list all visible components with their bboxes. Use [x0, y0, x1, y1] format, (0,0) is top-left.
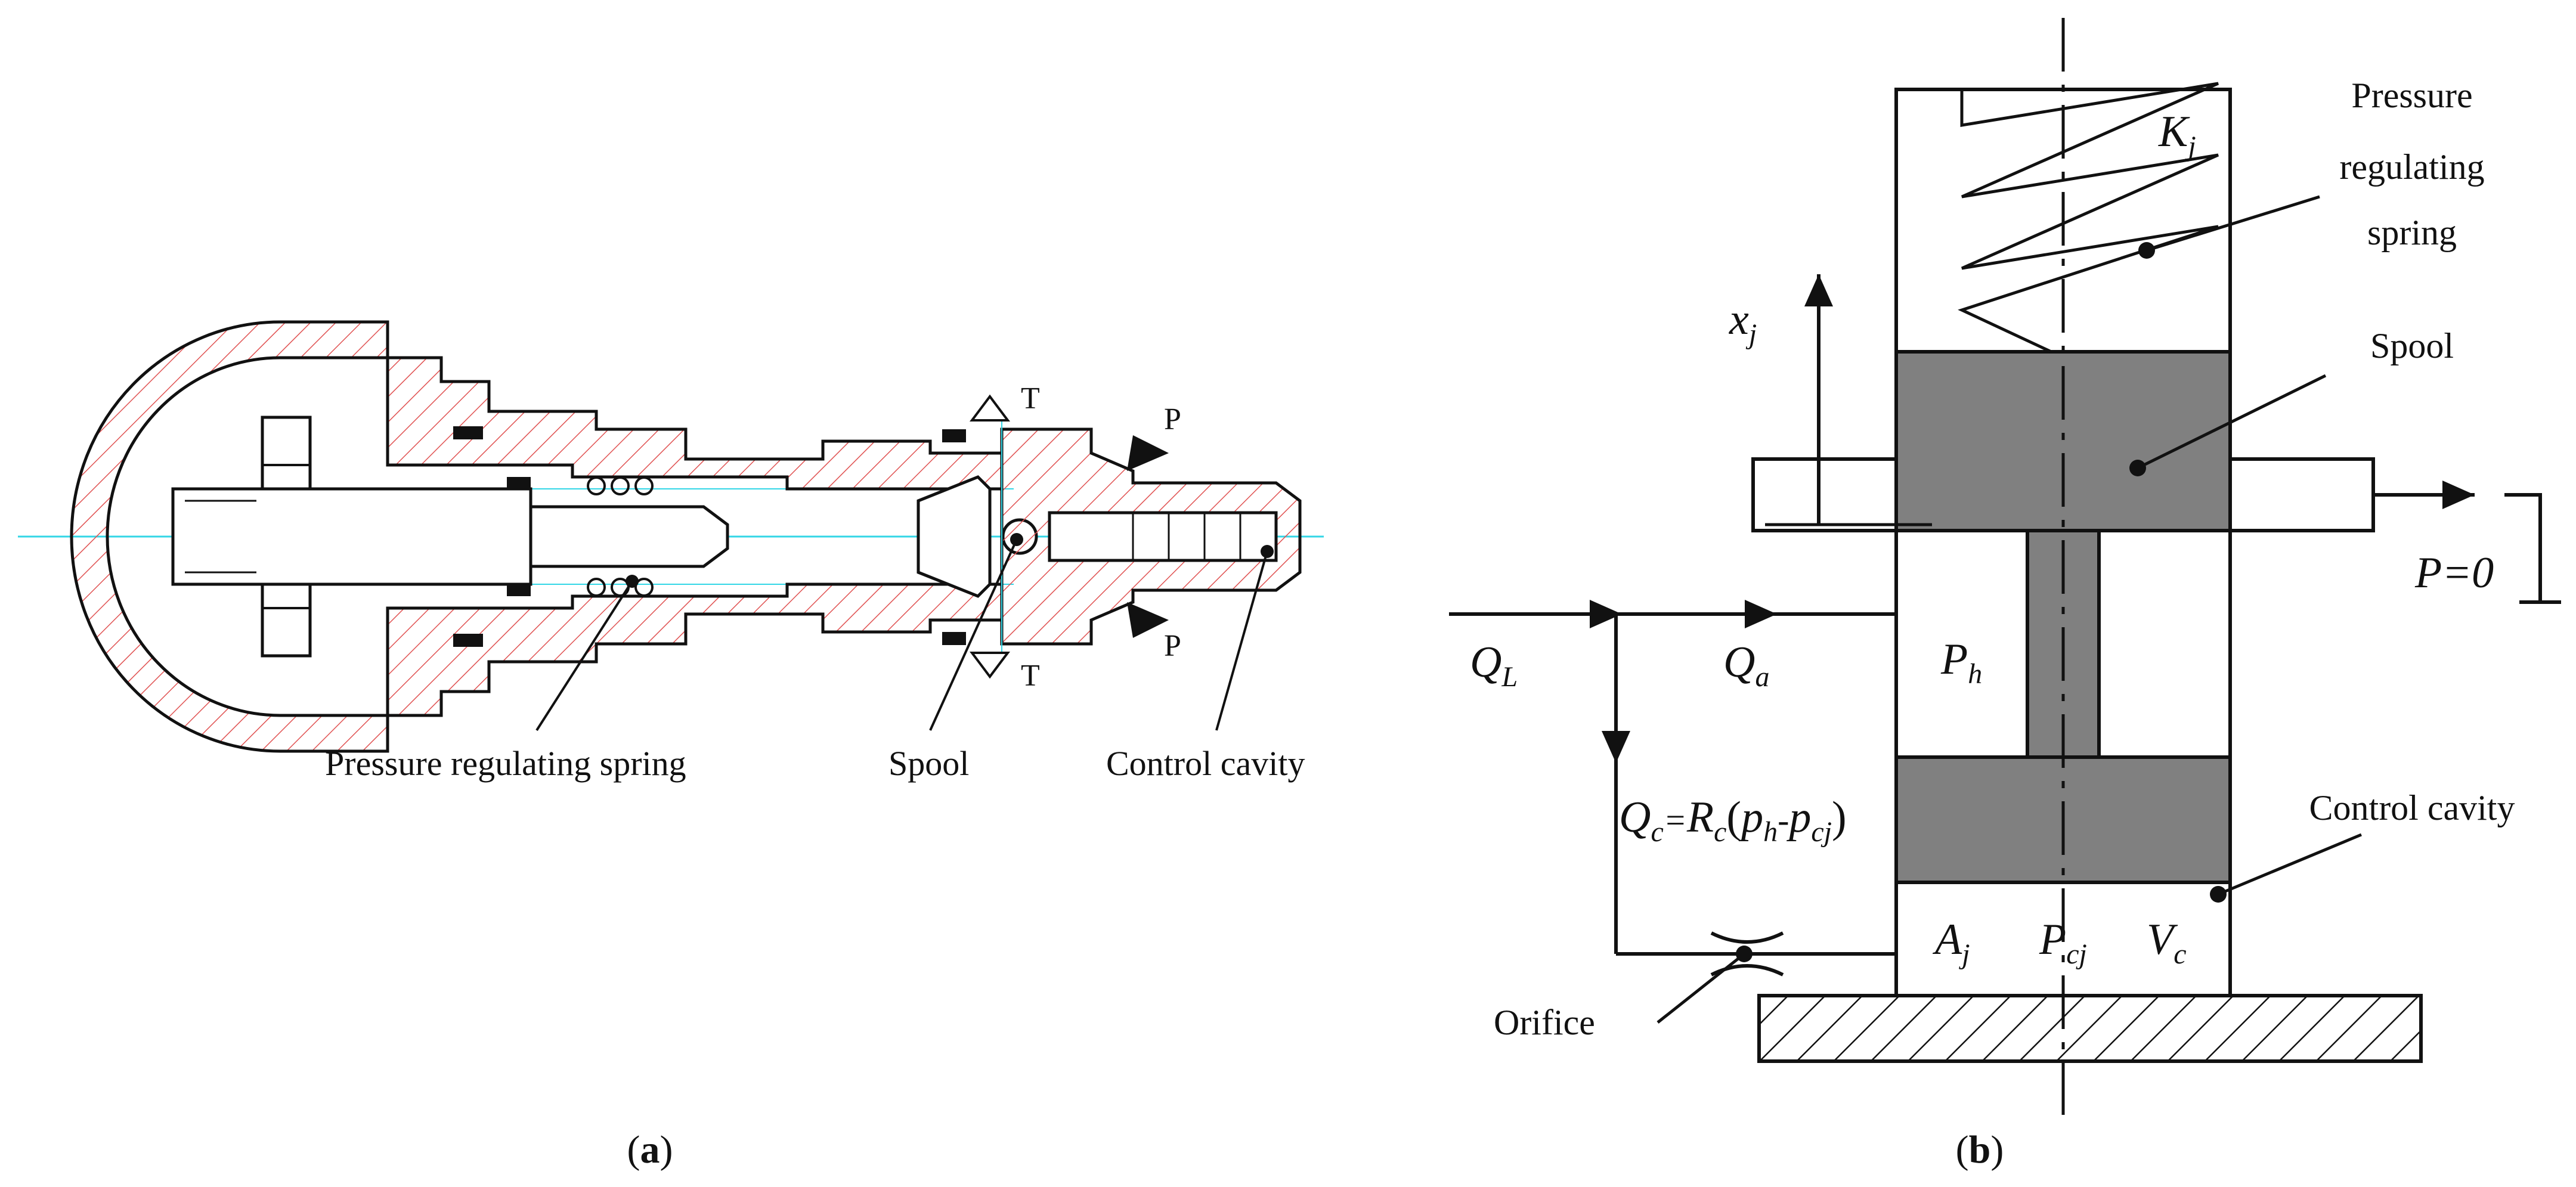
port-p-bottom-triangle: [1127, 602, 1169, 638]
panel-a-cross-section: T P P T Pressure regulating spring Spool…: [18, 320, 1324, 1171]
leader-spool-a: [929, 539, 1018, 731]
label-spool-b: Spool: [2370, 326, 2454, 365]
spool-a: [917, 475, 992, 598]
symbol-P-zero: P=0: [2414, 548, 2494, 597]
symbol-Aj: Aj: [1932, 915, 1970, 970]
label-spring-b-l1: Pressure: [2351, 76, 2472, 115]
control-cavity-bore: [1048, 511, 1278, 562]
label-control-cavity-a: Control cavity: [1106, 744, 1305, 783]
tank-symbol: [2504, 493, 2561, 604]
symbol-QL: QL: [1470, 638, 1518, 693]
symbol-K: Kj: [2158, 107, 2196, 162]
body-lower: [386, 582, 1004, 717]
stem: [529, 505, 729, 568]
side-port-left: [1751, 457, 1896, 532]
port-t-top-triangle: [970, 394, 1010, 422]
side-port-right: [2230, 457, 2375, 532]
port-p-top: P: [1164, 402, 1181, 436]
leader-spool-b: [2137, 374, 2327, 470]
leader-orifice: [1657, 953, 1745, 1024]
caption-b: (b): [1956, 1128, 2004, 1171]
symbol-Pcj: Pcj: [2039, 915, 2087, 970]
caption-a: (a): [627, 1128, 673, 1171]
label-orifice: Orifice: [1494, 1003, 1595, 1042]
port-t-top: T: [1021, 382, 1040, 416]
spring-zigzag: [1958, 82, 2219, 354]
label-control-cavity-b: Control cavity: [2309, 788, 2515, 828]
leader-spring-b: [2146, 195, 2320, 252]
body-upper: [386, 356, 1004, 491]
label-spring-b-l2: regulating: [2339, 147, 2484, 187]
adjusting-screw: [171, 487, 532, 586]
symbol-Qc-equation: Qc=Rc(ph-pcj): [1619, 793, 1847, 848]
orifice-symbol: [1710, 931, 1784, 977]
label-spring-a: Pressure regulating spring: [325, 744, 686, 783]
symbol-x: xj: [1729, 295, 1757, 350]
port-p-top-triangle: [1127, 435, 1169, 471]
dome-cap: [70, 320, 389, 753]
panel-b-schematic: Pressure regulating spring Spool Control…: [1449, 18, 2561, 1171]
label-spool-a: Spool: [888, 744, 969, 783]
port-t-bottom: T: [1021, 659, 1040, 693]
label-spring-b-l3: spring: [2367, 213, 2457, 252]
symbol-Qa: Qa: [1723, 638, 1769, 693]
symbol-Vc: Vc: [2147, 915, 2187, 970]
leader-cavity-a: [1215, 551, 1268, 731]
symbol-Ph: Ph: [1940, 635, 1982, 690]
port-p-bottom: P: [1164, 629, 1181, 663]
leader-spring-a: [535, 580, 633, 732]
port-t-bottom-triangle: [970, 652, 1010, 679]
leader-cavity-b: [2218, 833, 2362, 896]
ground-base: [1757, 994, 2423, 1063]
